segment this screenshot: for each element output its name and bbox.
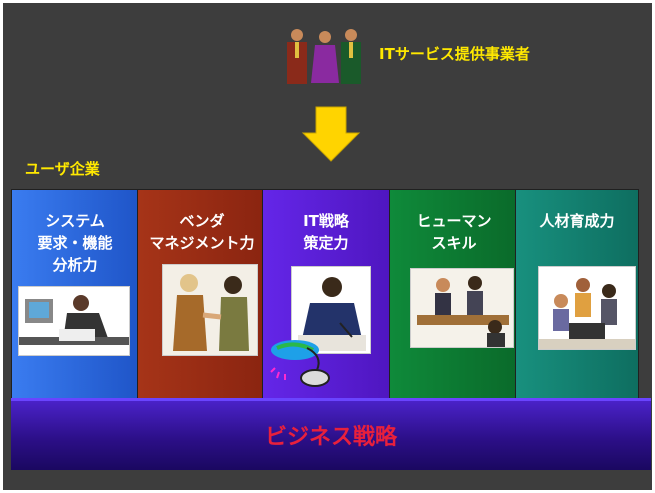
panel-human-skill-label: ヒューマン スキル xyxy=(390,210,518,254)
panel-text-line: 分析力 xyxy=(52,256,98,274)
business-strategy-bar: ビジネス戦略 xyxy=(11,398,651,470)
panel-vendor-management-label: ベンダ マネジメント力 xyxy=(138,210,266,254)
panel-vendor-management: ベンダ マネジメント力 xyxy=(137,189,267,401)
team-at-laptop-image xyxy=(538,266,636,350)
panel-text-line: ベンダ xyxy=(179,212,225,230)
meeting-image xyxy=(410,268,514,348)
panel-human-skill: ヒューマン スキル xyxy=(389,189,519,401)
panel-text-line: IT戦略 xyxy=(303,212,349,230)
panel-it-strategy: IT戦略 策定力 xyxy=(262,189,390,401)
panel-talent-development: 人材育成力 xyxy=(515,189,639,401)
handshake-image xyxy=(162,264,258,356)
user-company-label: ユーザ企業 xyxy=(25,160,100,178)
panel-text-line: システム xyxy=(45,212,105,230)
man-writing-image xyxy=(291,266,371,354)
panel-system-analysis: システム 要求・機能 分析力 xyxy=(11,189,139,401)
panel-system-analysis-label: システム 要求・機能 分析力 xyxy=(12,210,138,276)
business-strategy-label: ビジネス戦略 xyxy=(264,425,397,450)
panel-text-line: ヒューマン xyxy=(416,212,492,230)
worker-at-computer-image xyxy=(18,286,130,356)
vendor-label: ITサービス提供事業者 xyxy=(379,45,530,63)
panel-talent-development-label: 人材育成力 xyxy=(516,210,638,232)
globe-mouse-icon xyxy=(270,340,330,387)
panel-text-line: 人材育成力 xyxy=(539,212,615,230)
business-people-icon xyxy=(287,29,361,84)
panel-text-line: マネジメント力 xyxy=(149,234,255,252)
panel-it-strategy-label: IT戦略 策定力 xyxy=(263,210,389,254)
down-arrow-icon xyxy=(301,106,361,162)
panel-text-line: 策定力 xyxy=(303,234,349,252)
slide-background: ITサービス提供事業者 ユーザ企業 システム 要求・機能 分析力 ベンダ マネジ… xyxy=(3,3,652,490)
panel-text-line: 要求・機能 xyxy=(37,234,113,252)
panel-text-line: スキル xyxy=(431,234,477,252)
